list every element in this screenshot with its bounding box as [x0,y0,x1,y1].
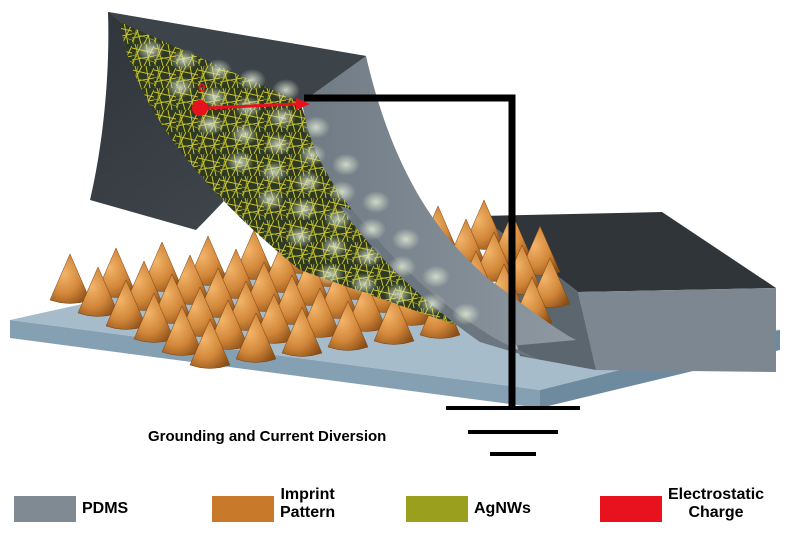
agnw-bump [204,59,232,81]
imprint-cone [373,294,415,345]
agnw-bump [358,218,386,241]
agnw-bump [256,188,284,211]
electron-label: e- [198,78,209,95]
electron-dot [192,100,208,116]
legend-label-imprint: Imprint Pattern [280,486,336,521]
agnw-bump [392,228,420,251]
agnw-bump [268,106,296,129]
legend-item-pdms: PDMS [14,496,128,522]
agnw-bump [350,273,378,295]
agnw-bumps [136,39,480,325]
agnw-bump [328,181,356,203]
agnw-bump [238,69,266,91]
legend-label-agnws: AgNWs [474,500,531,517]
agnw-bump [324,208,352,231]
legend-item-charge: Electrostatic Charge [600,486,764,522]
legend-swatch-pdms [14,496,76,522]
agnw-bump [362,191,390,213]
agnw-bump [170,49,198,71]
legend: PDMS Imprint Pattern AgNWs Electrostatic… [0,486,798,536]
agnw-bump [196,113,224,136]
agnw-bump [298,143,326,166]
agnw-bump [316,263,344,285]
agnw-bump [332,153,360,176]
agnw-bump [230,123,258,146]
agnw-bump [260,161,288,183]
agnw-bump [418,293,446,315]
agnw-bump [290,198,318,221]
legend-label-charge: Electrostatic Charge [668,486,765,521]
agnw-bump [286,225,314,248]
imprint-cone [235,312,277,363]
grounding-label: Grounding and Current Diversion [148,428,387,445]
imprint-cone [189,318,231,369]
charge-arrow-head [296,98,310,110]
legend-swatch-charge [600,496,662,522]
agnw-bump [200,86,228,109]
legend-item-agnws: AgNWs [406,496,531,522]
agnw-bump [136,39,164,61]
imprint-cone [327,300,369,351]
agnw-bump [226,151,254,173]
agnw-bump [388,255,416,278]
agnw-bump [272,79,300,101]
legend-label-pdms: PDMS [82,500,129,517]
legend-swatch-agnws [406,496,468,522]
imprint-cone [281,306,323,357]
agnw-bump [354,245,382,268]
imprint-cone [49,253,91,304]
agnw-bump [264,133,292,156]
agnw-bump [302,116,330,139]
legend-swatch-imprint [212,496,274,522]
agnw-bump [294,171,322,193]
agnw-bump [452,303,480,325]
legend-item-imprint: Imprint Pattern [212,486,335,522]
agnw-bump [384,283,412,305]
ground-wire [304,94,580,456]
electron-charge [192,98,310,116]
agnw-bump [166,76,194,99]
agnw-bump [320,235,348,258]
agnw-bump [422,265,450,288]
